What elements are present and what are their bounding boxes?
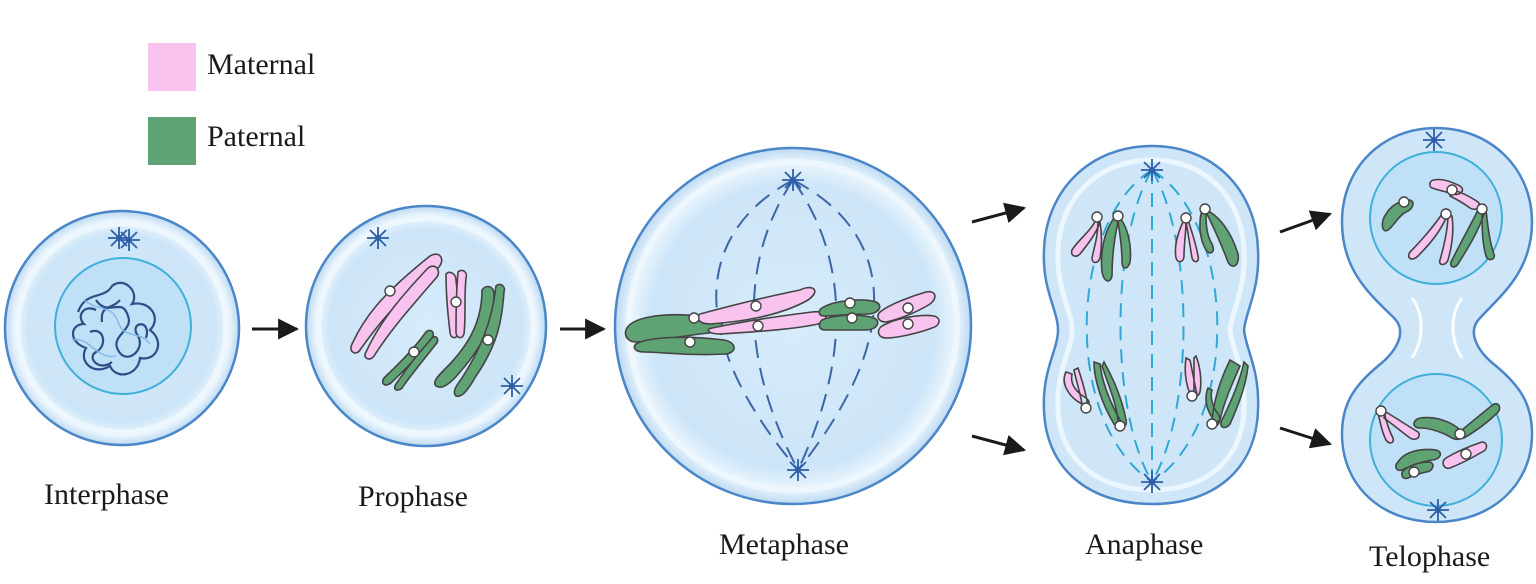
paternal-chromosome <box>1100 216 1132 282</box>
legend-label-maternal: Maternal <box>207 48 316 81</box>
stage-label-telophase: Telophase <box>1369 540 1491 573</box>
metaphase-cell <box>613 146 973 506</box>
paternal-chromosome <box>1395 448 1442 480</box>
legend-swatch-maternal <box>148 43 196 91</box>
centrosome-icon <box>117 228 141 252</box>
arrow-icon <box>1279 210 1332 234</box>
paternal-chromosome <box>433 283 506 398</box>
stage-label-anaphase: Anaphase <box>1085 528 1204 561</box>
centrosome-icon <box>500 374 524 398</box>
anaphase-cell <box>1042 144 1260 506</box>
chromatin <box>71 281 160 376</box>
spindle-fibers <box>1085 169 1219 483</box>
arrow-icon <box>971 434 1027 456</box>
stage-label-prophase: Prophase <box>358 480 468 513</box>
maternal-chromosome <box>1407 212 1454 266</box>
legend-label-paternal: Paternal <box>207 120 306 153</box>
centrosome-icon <box>1140 158 1164 182</box>
maternal-chromosome <box>1174 218 1200 263</box>
legend-swatch-paternal <box>148 117 196 165</box>
interphase-cell <box>3 209 241 447</box>
maternal-chromosome <box>350 253 443 360</box>
stage-label-interphase: Interphase <box>44 478 169 511</box>
centrosome-icon <box>786 458 810 482</box>
maternal-chromosome <box>1070 218 1103 264</box>
paternal-chromosome <box>624 313 735 356</box>
prophase-cell <box>304 204 548 448</box>
arrow-icon <box>971 202 1027 224</box>
centrosome-icon <box>1140 470 1164 494</box>
maternal-chromosome <box>1377 410 1421 444</box>
stage-label-metaphase: Metaphase <box>719 528 849 561</box>
centrosome-icon <box>366 226 390 250</box>
paternal-chromosome <box>1449 208 1496 268</box>
centrosome-icon <box>781 168 805 192</box>
paternal-chromosome <box>381 329 439 391</box>
telophase-cell <box>1340 126 1534 524</box>
centrosome-icon <box>1426 498 1450 522</box>
centrosome-icon <box>1422 128 1446 152</box>
arrow-icon <box>1279 426 1333 449</box>
paternal-chromosome <box>1413 402 1501 441</box>
paternal-chromosome <box>1199 208 1240 267</box>
